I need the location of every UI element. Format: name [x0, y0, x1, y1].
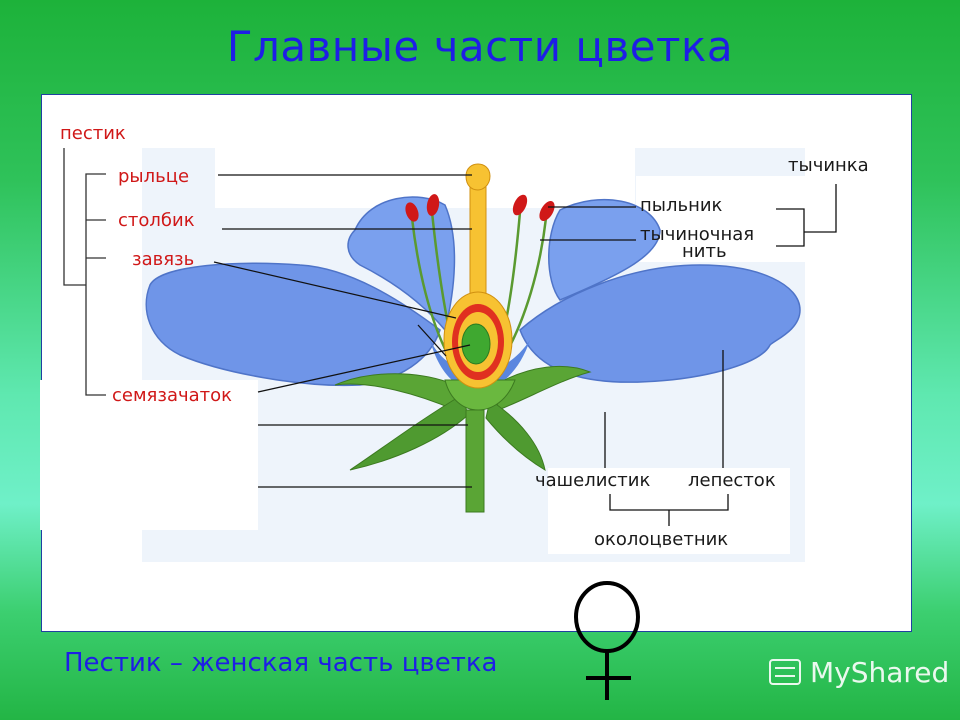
label-sepal: чашелистик	[535, 470, 651, 491]
anther	[405, 202, 419, 222]
label-stigma: рыльце	[118, 166, 190, 187]
left-sepal	[334, 373, 456, 411]
anther	[539, 201, 555, 221]
lower-right-sepal	[485, 399, 546, 472]
anther	[512, 194, 528, 216]
back-right-petal	[548, 198, 661, 301]
label-filament-line2: нить	[682, 241, 727, 262]
label-stamen: тычинка	[788, 155, 869, 176]
label-style: столбик	[118, 210, 195, 231]
subtitle: Пестик – женская часть цветка	[64, 648, 498, 678]
label-petal: лепесток	[688, 470, 776, 491]
watermark-text: MyShared	[810, 656, 950, 689]
label-pistil: пестик	[60, 123, 126, 144]
label-ovary: завязь	[132, 249, 195, 270]
page-title: Главные части цветка	[226, 22, 734, 71]
right-petal	[519, 264, 801, 383]
pistil-stigma	[465, 163, 491, 191]
pistil-style	[469, 179, 487, 301]
myshared-logo-icon	[769, 659, 801, 685]
ovule	[461, 323, 491, 365]
lower-left-sepal	[349, 394, 469, 471]
stem	[465, 409, 485, 513]
label-filament-line1: тычиночная	[640, 224, 755, 245]
venus-icon	[574, 581, 640, 700]
right-sepal	[494, 365, 592, 411]
label-perianth: околоцветник	[594, 529, 729, 550]
label-ovule: семязачаток	[112, 385, 233, 406]
label-anther: пыльник	[640, 195, 723, 216]
anther	[426, 194, 440, 216]
left-petal	[145, 262, 441, 387]
